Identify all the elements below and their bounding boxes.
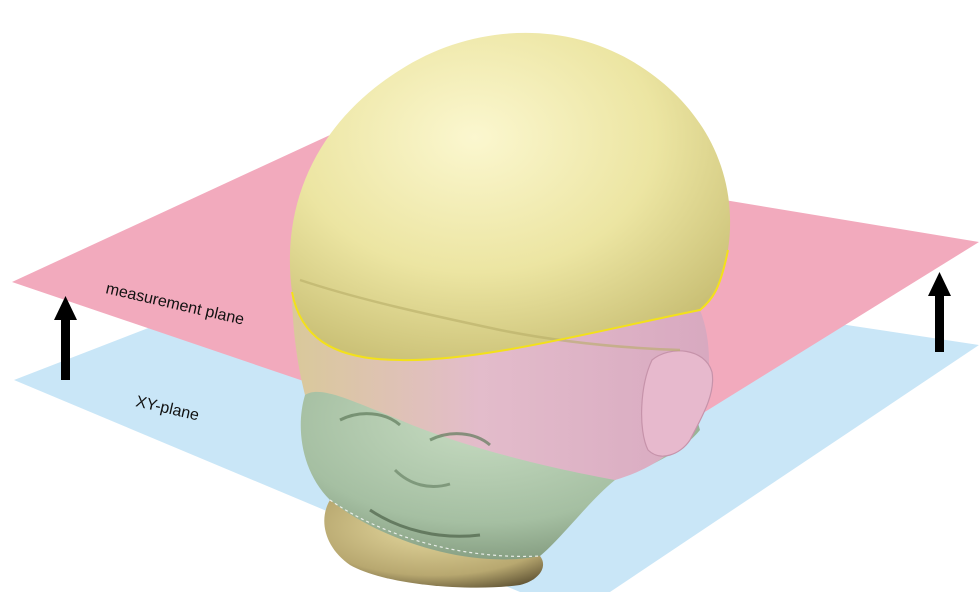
- head-skull-cap: [290, 33, 730, 360]
